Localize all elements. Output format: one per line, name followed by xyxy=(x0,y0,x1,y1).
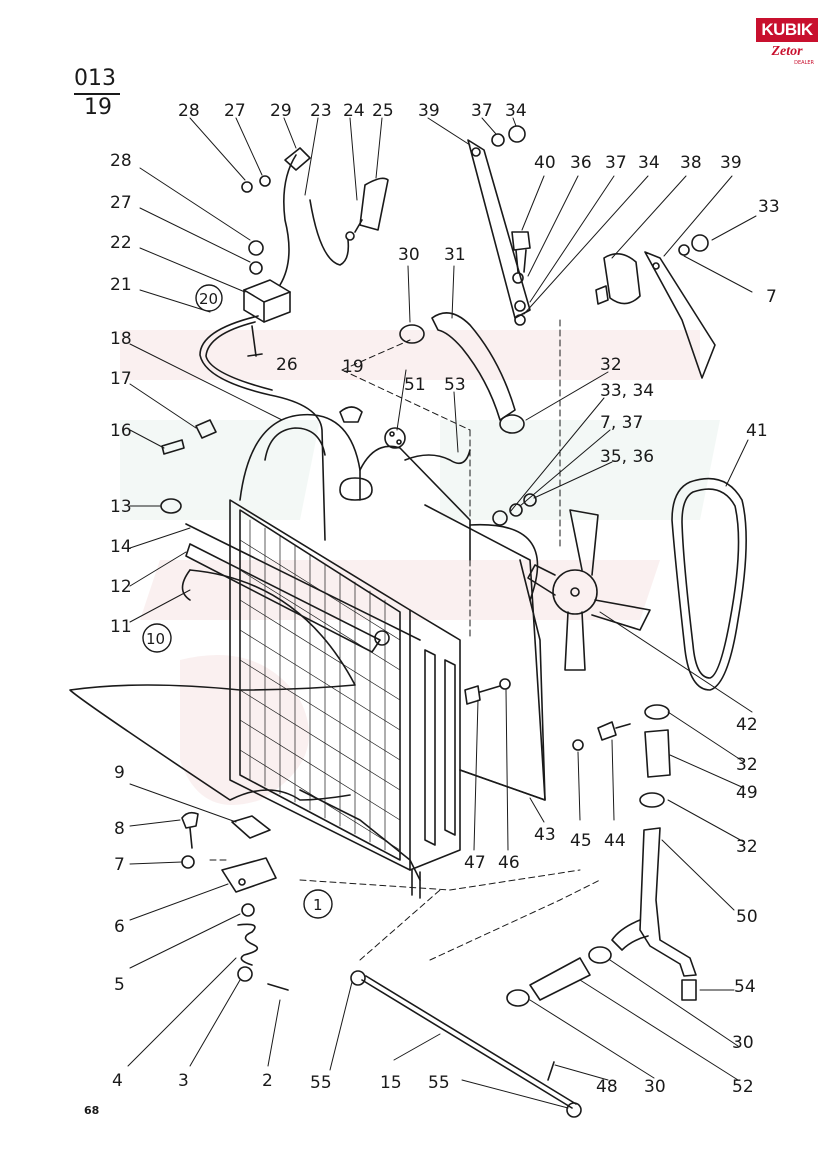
brand-name: KUBIK xyxy=(756,18,818,42)
label-24: 24 xyxy=(343,101,365,121)
label-34: 34 xyxy=(505,101,527,121)
label-54: 54 xyxy=(734,977,756,997)
label-37: 37 xyxy=(605,153,627,173)
label-52: 52 xyxy=(732,1077,754,1097)
label-27: 27 xyxy=(224,101,246,121)
label-35-36: 35, 36 xyxy=(600,447,654,467)
strap-39-right xyxy=(644,251,716,379)
pipe-50 xyxy=(639,827,697,977)
hose-31 xyxy=(431,312,516,421)
label-43: 43 xyxy=(534,825,556,845)
label-38: 38 xyxy=(680,153,702,173)
label-41: 41 xyxy=(746,421,768,441)
label-8: 8 xyxy=(114,819,125,839)
label-32: 32 xyxy=(736,755,758,775)
label-30: 30 xyxy=(732,1033,754,1053)
label-3: 3 xyxy=(178,1071,189,1091)
diagram-code-top: 013 xyxy=(74,66,116,91)
strap-39-left xyxy=(467,139,531,319)
label-55: 55 xyxy=(428,1073,450,1093)
circled-label-10: 10 xyxy=(142,623,172,653)
label-9: 9 xyxy=(114,763,125,783)
circled-label-1: 1 xyxy=(303,889,333,919)
label-27: 27 xyxy=(110,193,132,213)
cable-15 xyxy=(361,979,573,1109)
label-36: 36 xyxy=(570,153,592,173)
label-30: 30 xyxy=(644,1077,666,1097)
label-51: 51 xyxy=(404,375,426,395)
label-45: 45 xyxy=(570,831,592,851)
label-21: 21 xyxy=(110,275,132,295)
label-40: 40 xyxy=(534,153,556,173)
label-39: 39 xyxy=(418,101,440,121)
label-47: 47 xyxy=(464,853,486,873)
label-34: 34 xyxy=(638,153,660,173)
label-32: 32 xyxy=(736,837,758,857)
label-46: 46 xyxy=(498,853,520,873)
label-25: 25 xyxy=(372,101,394,121)
label-26: 26 xyxy=(276,355,298,375)
label-6: 6 xyxy=(114,917,125,937)
label-7-37: 7, 37 xyxy=(600,413,643,433)
label-16: 16 xyxy=(110,421,132,441)
fan-belt-41 xyxy=(671,477,747,691)
label-11: 11 xyxy=(110,617,132,637)
radiator xyxy=(229,413,546,899)
svg-text:10: 10 xyxy=(146,630,165,648)
label-12: 12 xyxy=(110,577,132,597)
label-13: 13 xyxy=(110,497,132,517)
callout-labels: 28 27 29 23 24 25 39 37 34 28 40 36 37 3… xyxy=(110,101,780,1097)
label-4: 4 xyxy=(112,1071,123,1091)
svg-text:1: 1 xyxy=(313,896,323,914)
label-5: 5 xyxy=(114,975,125,995)
label-31: 31 xyxy=(444,245,466,265)
label-19: 19 xyxy=(342,357,364,377)
diagram-code: 013 19 xyxy=(74,66,120,120)
label-44: 44 xyxy=(604,831,626,851)
label-30: 30 xyxy=(398,245,420,265)
svg-text:20: 20 xyxy=(199,290,218,308)
diagram-code-bottom: 19 xyxy=(84,95,112,120)
label-7: 7 xyxy=(766,287,777,307)
brand-sub: Zetor xyxy=(771,44,803,59)
label-49: 49 xyxy=(736,783,758,803)
overflow-pipe xyxy=(199,315,326,541)
label-15: 15 xyxy=(380,1073,402,1093)
label-33-34: 33, 34 xyxy=(600,381,654,401)
cover-11 xyxy=(69,569,356,801)
label-17: 17 xyxy=(110,369,132,389)
label-18: 18 xyxy=(110,329,132,349)
label-39: 39 xyxy=(720,153,742,173)
filter-38 xyxy=(603,253,641,305)
label-53: 53 xyxy=(444,375,466,395)
label-2: 2 xyxy=(262,1071,273,1091)
label-28: 28 xyxy=(178,101,200,121)
label-48: 48 xyxy=(596,1077,618,1097)
label-7: 7 xyxy=(114,855,125,875)
circled-label-20: 20 xyxy=(195,284,223,312)
label-23: 23 xyxy=(310,101,332,121)
part-22-block xyxy=(243,279,291,323)
brand-tiny: DEALER xyxy=(794,60,814,66)
label-28: 28 xyxy=(110,151,132,171)
page-number: 68 xyxy=(84,1104,100,1117)
label-22: 22 xyxy=(110,233,132,253)
label-32: 32 xyxy=(600,355,622,375)
label-50: 50 xyxy=(736,907,758,927)
label-37: 37 xyxy=(471,101,493,121)
brand-logo: KUBIK Zetor DEALER xyxy=(756,14,818,76)
label-55: 55 xyxy=(310,1073,332,1093)
diagram-code-divider xyxy=(74,93,120,95)
hose-52 xyxy=(529,957,591,1001)
label-42: 42 xyxy=(736,715,758,735)
label-29: 29 xyxy=(270,101,292,121)
label-33: 33 xyxy=(758,197,780,217)
label-14: 14 xyxy=(110,537,132,557)
